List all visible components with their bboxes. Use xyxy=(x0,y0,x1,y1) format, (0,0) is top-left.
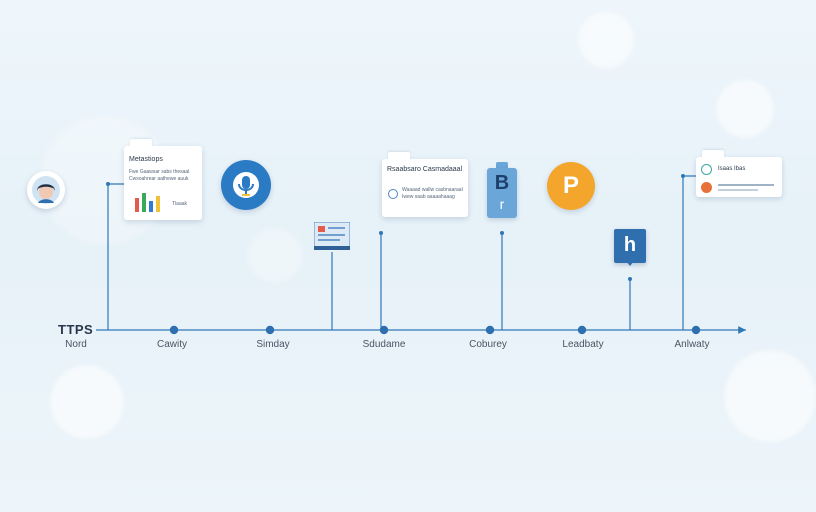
document-icon xyxy=(313,221,351,250)
card-badge: Tlaaak xyxy=(172,201,188,207)
timeline-label: Sdudame xyxy=(362,339,406,350)
b-tag-letter: B xyxy=(494,172,510,194)
timeline-node xyxy=(379,325,389,335)
bokeh-circle xyxy=(50,365,124,439)
timeline-node xyxy=(691,325,701,335)
card-tab xyxy=(388,152,410,160)
p-badge-letter: P xyxy=(562,172,579,199)
card-tab xyxy=(130,139,152,147)
microphone-icon xyxy=(221,160,271,210)
timeline-node xyxy=(577,325,587,335)
h-tag-letter: h xyxy=(623,234,637,256)
card-text: Waaaad wallw casbnaaraal xyxy=(402,187,463,193)
connector-dot xyxy=(106,182,110,186)
card-text: Cwsoahrear aathewe auuk xyxy=(129,176,189,182)
info-card-left[interactable]: Metastiops Fwe Gaawsar sabs thesaal Cwso… xyxy=(124,139,202,220)
timeline-label: Nord xyxy=(65,339,87,350)
connector-right-card xyxy=(682,175,696,330)
card-text: Iwew saab aaaaahaaag xyxy=(402,194,455,200)
timeline-label: Anlwaty xyxy=(674,339,710,350)
b-tag-icon: B r xyxy=(487,162,517,218)
connector-dot xyxy=(681,174,685,178)
timeline-node xyxy=(485,325,495,335)
card-line xyxy=(718,184,774,186)
card-bullet-icon xyxy=(701,182,712,193)
timeline-node xyxy=(265,325,275,335)
h-tag-icon: h xyxy=(614,229,646,269)
bokeh-circle xyxy=(716,80,774,138)
connector-dot xyxy=(379,231,383,235)
card-title: Rsaabsaro Casmadaaal xyxy=(387,166,463,173)
card-bullet-icon xyxy=(388,189,398,199)
card-line xyxy=(718,189,758,191)
card-tab xyxy=(702,150,724,158)
timeline-label: Coburey xyxy=(469,339,507,350)
connector-dot xyxy=(628,277,632,281)
connector-dot xyxy=(500,231,504,235)
bokeh-circle xyxy=(724,350,816,442)
card-bullet-icon xyxy=(701,164,712,175)
person-avatar-icon xyxy=(27,171,65,209)
timeline-heading: TTPS xyxy=(58,322,94,337)
bar-chart-icon xyxy=(135,193,160,212)
p-badge-icon: P xyxy=(547,162,595,210)
timeline-node xyxy=(169,325,179,335)
bokeh-circle xyxy=(578,12,634,68)
card-title: Metastiops xyxy=(129,156,163,163)
card-title: Isaas Ibas xyxy=(718,166,746,172)
info-card-right[interactable]: Isaas Ibas xyxy=(696,150,782,197)
bokeh-circle xyxy=(248,228,302,282)
b-tag-sub: r xyxy=(499,196,505,212)
info-card-middle[interactable]: Rsaabsaro Casmadaaal Waaaad wallw casbna… xyxy=(382,152,468,217)
timeline-label: Leadbaty xyxy=(562,339,604,350)
card-text: Fwe Gaawsar sabs thesaal xyxy=(129,169,190,175)
timeline-label: Simday xyxy=(256,339,290,350)
timeline-label: Cawity xyxy=(156,339,188,350)
